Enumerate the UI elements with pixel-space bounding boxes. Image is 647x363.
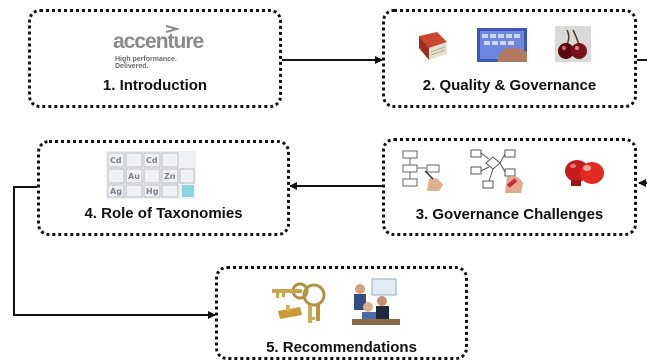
- step-box-role-of-taxonomies[interactable]: Cd Cd Au Zn Ag Hg 4. Role of Taxonomies: [37, 140, 290, 236]
- step-label: 2. Quality & Governance: [422, 77, 597, 94]
- accenture-logo: accenture High performance. Delivered.: [113, 25, 204, 70]
- step-box-quality-governance[interactable]: 2. Quality & Governance: [382, 9, 637, 108]
- step-label: 1. Introduction: [102, 77, 208, 94]
- svg-text:Cd: Cd: [110, 156, 122, 165]
- hand-drawn-flowchart-icon: [470, 149, 523, 193]
- logo-accent-icon: [165, 25, 179, 33]
- step-label: 3. Governance Challenges: [415, 206, 604, 223]
- keyboard-icon: [477, 28, 527, 62]
- step-label: 5. Recommendations: [266, 339, 417, 356]
- svg-text:Zn: Zn: [164, 172, 176, 181]
- book-icon: [419, 32, 447, 60]
- meeting-people-icon: [348, 277, 404, 327]
- periodic-table-icon: Cd Cd Au Zn Ag Hg: [106, 151, 196, 199]
- step-box-recommendations[interactable]: 5. Recommendations: [215, 266, 468, 360]
- flowchart-icon: [402, 150, 443, 191]
- keys-icon: [272, 282, 326, 323]
- svg-text:Au: Au: [128, 172, 140, 181]
- step-box-governance-challenges[interactable]: 3. Governance Challenges: [382, 138, 637, 236]
- logo-text: accenture: [113, 30, 204, 53]
- svg-text:Ag: Ag: [110, 187, 122, 196]
- step-box-introduction[interactable]: accenture High performance. Delivered. 1…: [28, 9, 282, 108]
- svg-text:Hg: Hg: [146, 187, 159, 196]
- cherries-icon: [555, 26, 591, 62]
- step-label: 4. Role of Taxonomies: [84, 205, 243, 222]
- boxing-gloves-icon: [565, 160, 604, 186]
- svg-text:Cd: Cd: [146, 156, 158, 165]
- logo-tagline: High performance. Delivered.: [115, 56, 177, 70]
